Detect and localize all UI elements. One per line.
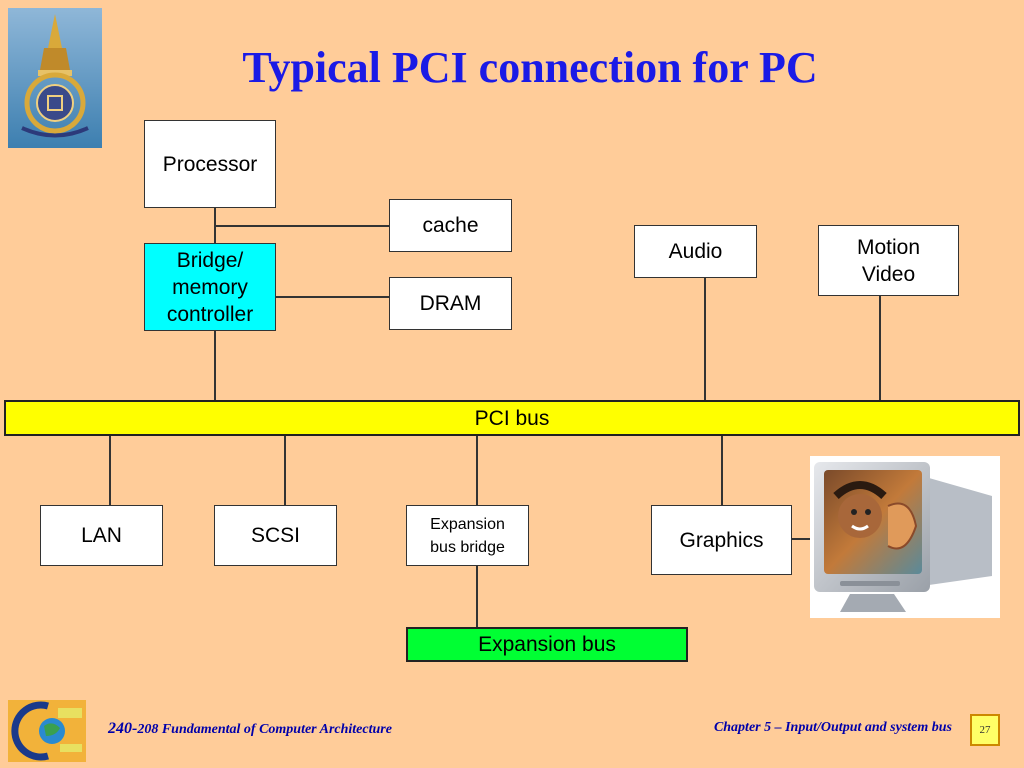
lan-pci-line bbox=[109, 435, 111, 506]
audio-pci-line bbox=[704, 277, 706, 401]
expansion-bridge-label-line2: bus bridge bbox=[430, 538, 505, 556]
pci-bus: PCI bus bbox=[4, 400, 1020, 436]
footer-course: 240-208 Fundamental of Computer Architec… bbox=[108, 720, 392, 738]
crt-monitor-image-icon bbox=[810, 456, 1000, 618]
cache-link-line bbox=[214, 225, 390, 227]
motion-label-line2: Video bbox=[861, 262, 916, 286]
graphics-label: Graphics bbox=[679, 528, 764, 552]
audio-box: Audio bbox=[634, 225, 757, 278]
department-globe-logo-icon bbox=[8, 700, 86, 762]
motion-label-line1: Motion bbox=[856, 235, 921, 259]
footer-chapter: Chapter 5 – Input/Output and system bus bbox=[713, 720, 952, 735]
dram-box: DRAM bbox=[389, 277, 512, 330]
pci-bus-label: PCI bus bbox=[474, 406, 550, 430]
motion-pci-line bbox=[879, 295, 881, 401]
graphics-pci-line bbox=[721, 435, 723, 506]
footer-course-title: 208 Fundamental of Computer Architecture bbox=[137, 722, 392, 737]
scsi-pci-line bbox=[284, 435, 286, 506]
cache-box: cache bbox=[389, 199, 512, 252]
dram-label: DRAM bbox=[419, 292, 482, 315]
slide-title: Typical PCI connection for PC bbox=[242, 43, 818, 92]
scsi-label: SCSI bbox=[250, 524, 300, 547]
bridge-label-line3: controller bbox=[166, 302, 254, 326]
scsi-box: SCSI bbox=[214, 505, 337, 566]
university-crest-icon bbox=[8, 8, 102, 148]
expansion-bus-line bbox=[476, 565, 478, 628]
footer-course-number: 240- bbox=[108, 720, 138, 737]
bridge-memory-controller-box: Bridge/ memory controller bbox=[144, 243, 276, 331]
expansion-bus-label: Expansion bus bbox=[478, 633, 616, 656]
processor-box: Processor bbox=[144, 120, 276, 208]
lan-label: LAN bbox=[81, 524, 122, 547]
bridge-pci-line bbox=[214, 330, 216, 401]
motion-video-box: Motion Video bbox=[818, 225, 959, 296]
graphics-monitor-line bbox=[791, 538, 811, 540]
audio-label: Audio bbox=[668, 240, 723, 263]
dram-link-line bbox=[275, 296, 390, 298]
bridge-label-line2: memory bbox=[172, 275, 248, 299]
page-number-label: 27 bbox=[979, 724, 991, 736]
cache-label: cache bbox=[422, 214, 479, 237]
bridge-label-line1: Bridge/ bbox=[176, 248, 244, 272]
expansion-bus-bridge-box: Expansion bus bridge bbox=[406, 505, 529, 566]
graphics-box: Graphics bbox=[651, 505, 792, 575]
lan-box: LAN bbox=[40, 505, 163, 566]
expansion-bridge-label-line1: Expansion bbox=[430, 515, 505, 533]
expansion-bridge-pci-line bbox=[476, 435, 478, 506]
expansion-bus: Expansion bus bbox=[406, 627, 688, 662]
page-number: 27 bbox=[970, 714, 1000, 746]
processor-label: Processor bbox=[162, 152, 258, 176]
